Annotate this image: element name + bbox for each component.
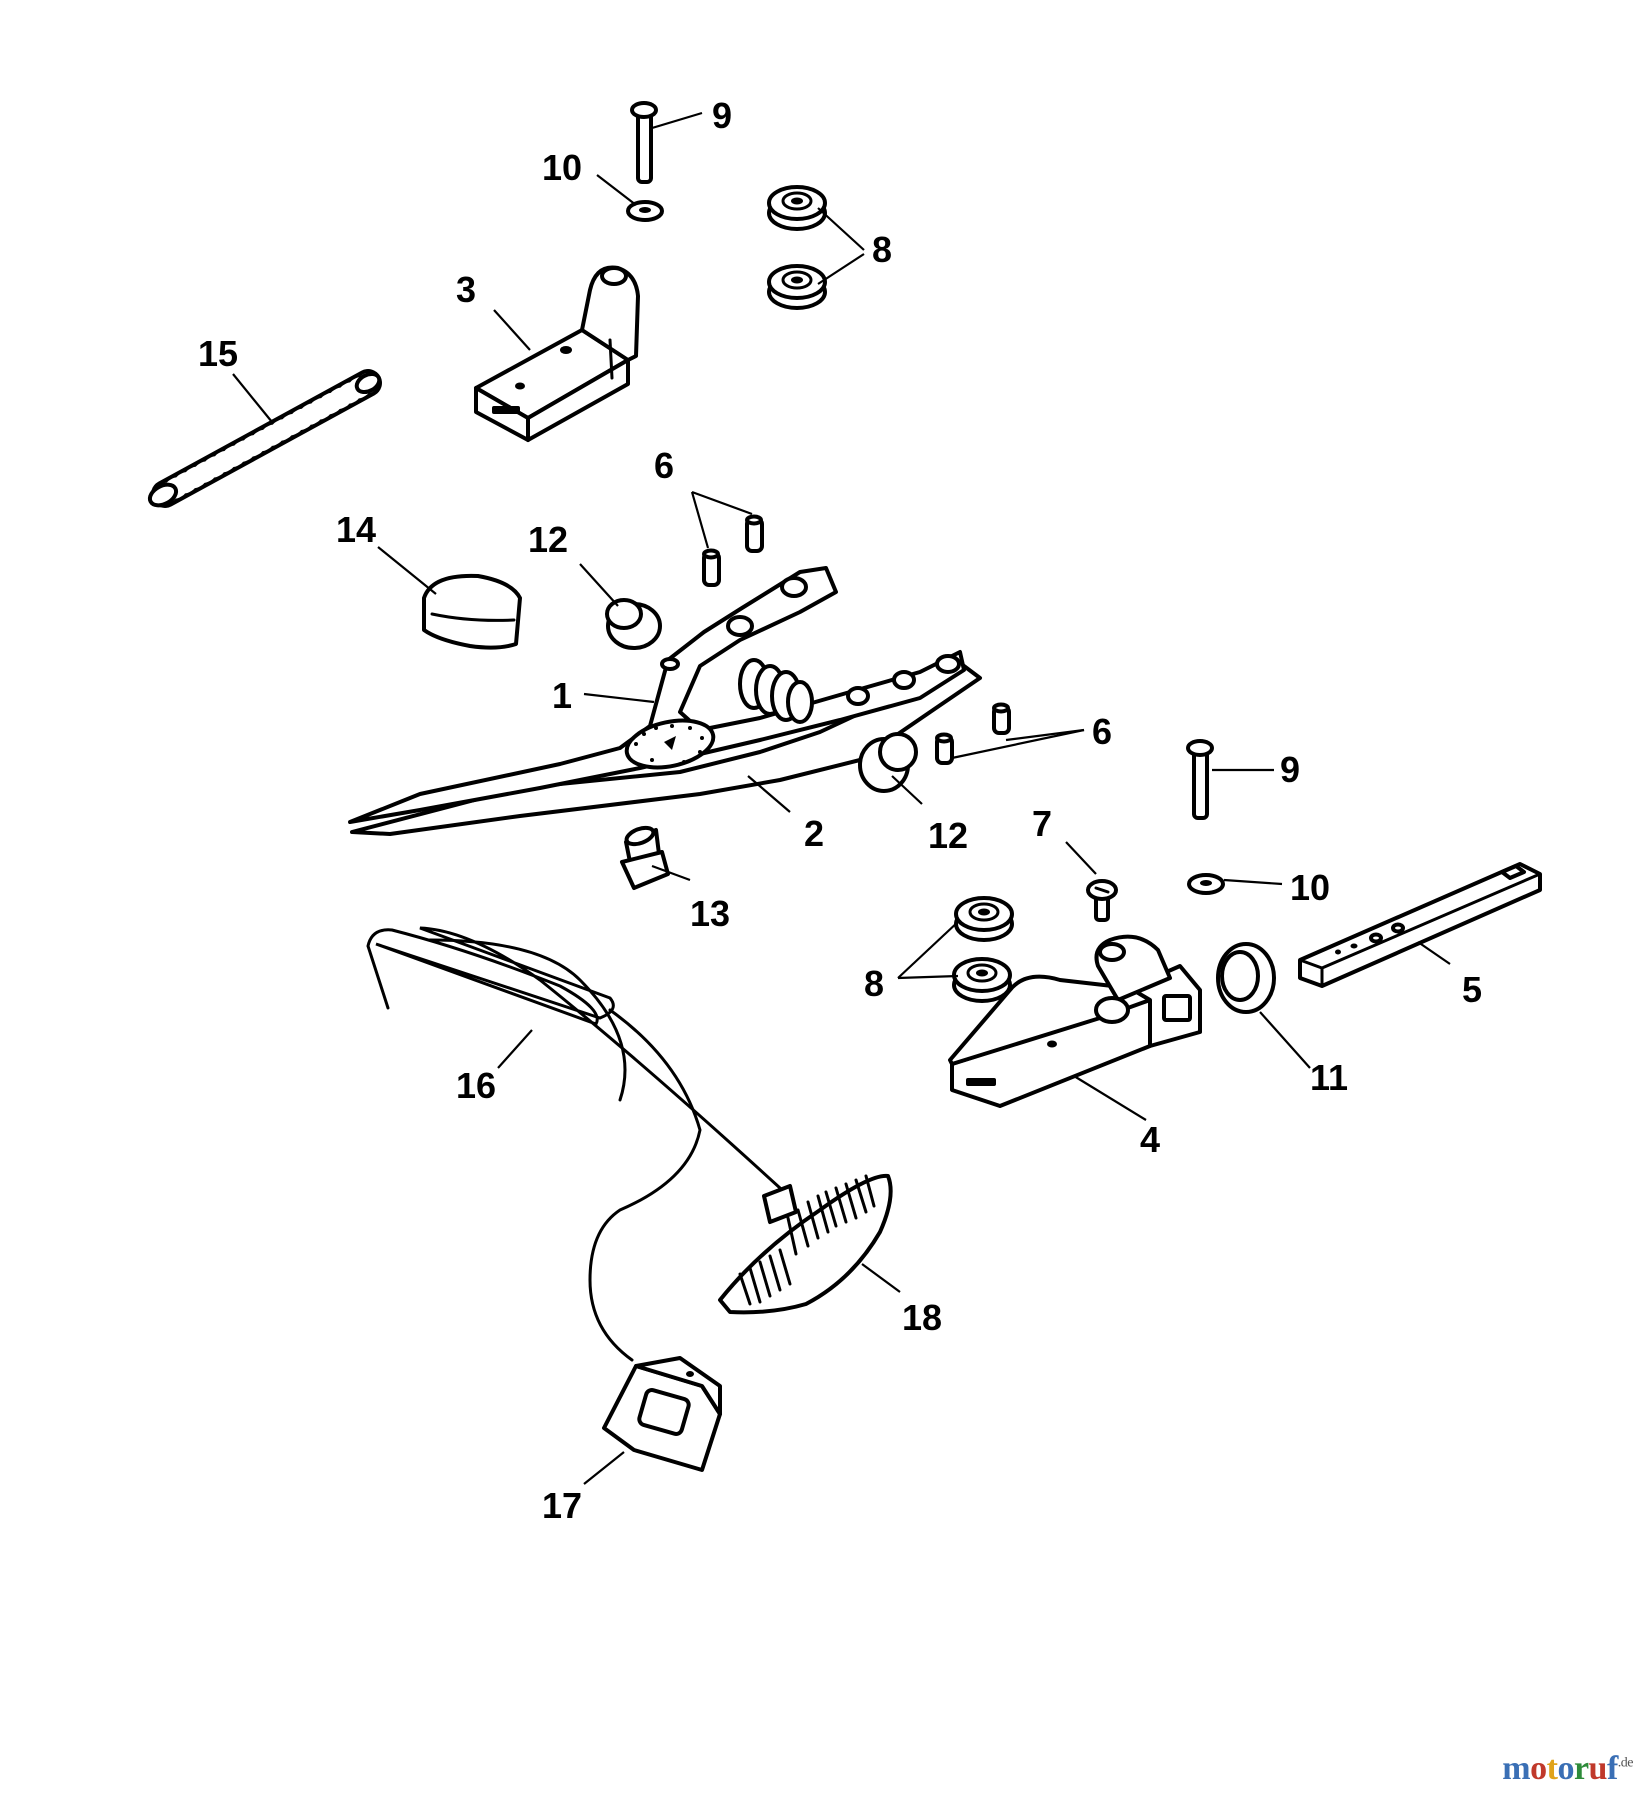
callout-8-lower: 8 [864, 963, 884, 1004]
part-2-lower-blade [350, 658, 982, 836]
callout-16: 16 [456, 1065, 496, 1106]
callout-15: 15 [198, 333, 238, 374]
watermark-suffix: .de [1617, 1755, 1634, 1771]
watermark-letter: f [1606, 1750, 1618, 1787]
handle-screw [660, 657, 680, 671]
part-8-roller-upper-2 [767, 264, 827, 310]
callout-14: 14 [336, 509, 376, 550]
part-17-switch [602, 1356, 722, 1472]
watermark-letter: o [1557, 1750, 1574, 1787]
part-6-pin-lower-a [935, 732, 954, 765]
part-16-cable [366, 926, 782, 1362]
callout-12-lower: 12 [928, 815, 968, 856]
part-8-roller-upper-1 [767, 185, 827, 231]
callout-8-top: 8 [872, 229, 892, 270]
callout-7: 7 [1032, 803, 1052, 844]
callout-6-upper: 6 [654, 445, 674, 486]
callout-2: 2 [804, 813, 824, 854]
part-11-ring [1216, 942, 1276, 1014]
part-15-spring [147, 369, 382, 508]
pivot-plate [624, 718, 716, 770]
watermark-letter: u [1588, 1750, 1608, 1787]
callout-labels: 9 10 8 3 15 6 14 12 1 6 9 7 2 12 10 13 8… [198, 95, 1482, 1526]
part-9-pin-top [630, 101, 658, 184]
part-6-pin-upper-b [745, 514, 764, 553]
watermark-letter: m [1502, 1750, 1531, 1787]
callout-13: 13 [690, 893, 730, 934]
part-18-handle-grip [718, 1173, 893, 1315]
callout-10-top: 10 [542, 147, 582, 188]
watermark-letter: o [1530, 1750, 1547, 1787]
watermark-letter: r [1573, 1750, 1589, 1787]
part-8-roller-lower-1 [954, 896, 1014, 942]
callout-6-lower: 6 [1092, 711, 1112, 752]
callout-9-lower: 9 [1280, 749, 1300, 790]
pivot-spring-coil [738, 658, 814, 724]
callout-4: 4 [1140, 1119, 1160, 1160]
callout-10-lower: 10 [1290, 867, 1330, 908]
callout-11: 11 [1310, 1057, 1348, 1098]
part-8-roller-lower-2 [952, 957, 1012, 1003]
callout-12-upper: 12 [528, 519, 568, 560]
part-3-bracket [474, 265, 640, 442]
part-1-upper-blade [348, 566, 966, 824]
part-13-bolt [620, 825, 670, 890]
part-7-screw [1086, 879, 1118, 922]
part-12-bushing-lower [858, 732, 918, 793]
part-6-pin-lower-b [992, 702, 1011, 735]
callout-1: 1 [552, 675, 572, 716]
watermark-letter: t [1546, 1750, 1558, 1787]
callout-5: 5 [1462, 969, 1482, 1010]
part-9-pin-lower [1186, 739, 1214, 820]
part-12-bushing-upper [605, 598, 662, 650]
part-14-cap [422, 573, 522, 650]
part-10-washer-lower [1187, 873, 1225, 895]
part-4-bracket [948, 934, 1202, 1108]
part-5-flat-bar [1298, 862, 1542, 988]
leader-lines [232, 111, 1451, 1485]
callout-18: 18 [902, 1297, 942, 1338]
part-10-washer-top [626, 200, 664, 222]
part-6-pin-upper-a [702, 548, 721, 587]
watermark-letters: motoruf [1502, 1750, 1618, 1787]
callout-9-top: 9 [712, 95, 732, 136]
callout-3: 3 [456, 269, 476, 310]
motoruf-watermark-logo: motoruf.de [1502, 1750, 1633, 1788]
callout-17: 17 [542, 1485, 582, 1526]
